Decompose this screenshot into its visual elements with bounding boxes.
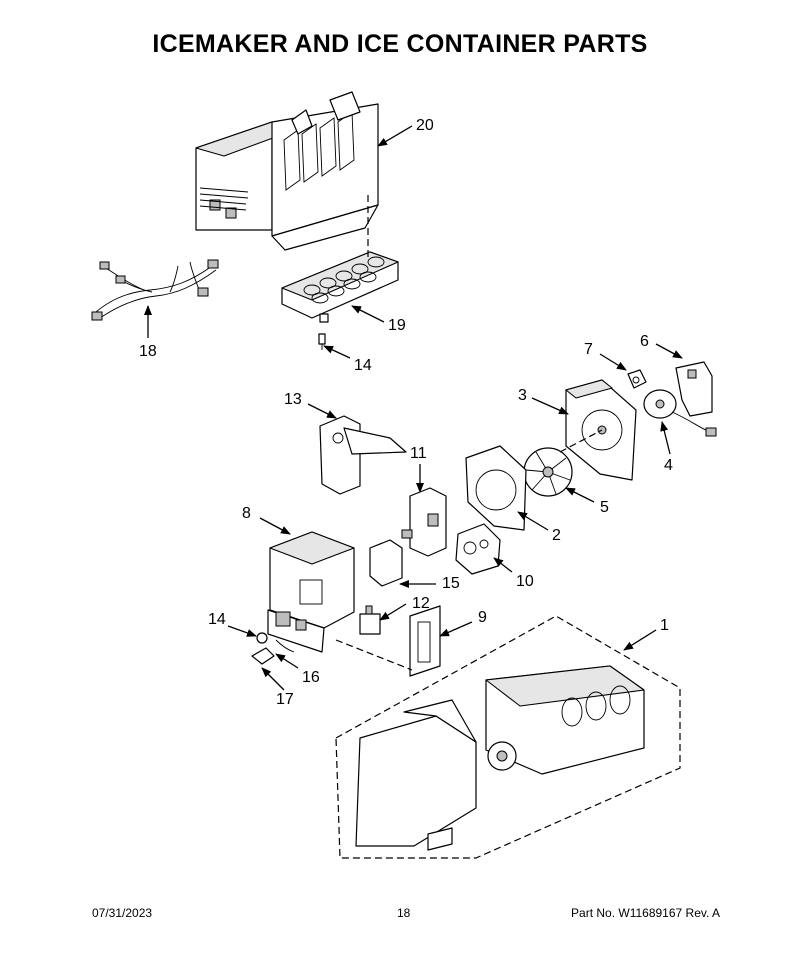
ice-container-group-outline xyxy=(335,615,681,859)
callout-10: 10 xyxy=(516,573,534,590)
callout-5: 5 xyxy=(600,499,609,516)
callout-18: 18 xyxy=(139,343,157,360)
solenoid xyxy=(359,605,381,635)
callout-16: 16 xyxy=(302,669,320,686)
callout-2: 2 xyxy=(552,527,561,544)
callout-11: 11 xyxy=(410,445,427,462)
callout-3: 3 xyxy=(518,387,527,404)
cover-panel xyxy=(409,605,441,677)
switch-housing xyxy=(401,487,447,557)
small-bracket xyxy=(369,539,403,587)
callout-20: 20 xyxy=(416,117,434,134)
callout-1: 1 xyxy=(660,617,669,634)
ice-container-front xyxy=(355,699,477,851)
callout-labels: 20 19 18 14 13 3 7 6 4 5 2 11 10 8 15 12… xyxy=(139,117,673,708)
callout-17: 17 xyxy=(276,691,294,708)
leader-arrows xyxy=(144,125,683,691)
alignment-lines xyxy=(335,195,603,671)
footer-page-number: 18 xyxy=(397,906,411,920)
dispenser-housing xyxy=(267,531,355,653)
footer-date: 07/31/2023 xyxy=(92,906,153,920)
callout-6: 6 xyxy=(640,333,649,350)
auger-motor xyxy=(455,523,501,575)
clip xyxy=(627,369,647,389)
callout-8: 8 xyxy=(242,505,251,522)
callout-19: 19 xyxy=(388,317,406,334)
screw-top xyxy=(318,333,326,350)
callout-9: 9 xyxy=(478,609,487,626)
callout-7: 7 xyxy=(584,341,593,358)
ice-container xyxy=(485,665,645,775)
page-title: ICEMAKER AND ICE CONTAINER PARTS xyxy=(152,30,648,58)
motor-mount xyxy=(675,361,713,417)
callout-14: 14 xyxy=(354,357,372,374)
callout-14-lower: 14 xyxy=(208,611,226,628)
wire-clip xyxy=(275,639,295,653)
ice-mold-assembly xyxy=(281,251,399,323)
fan-motor xyxy=(643,389,717,437)
callout-15: 15 xyxy=(442,575,460,592)
icemaker-assembly xyxy=(195,91,379,251)
bracket xyxy=(319,415,407,495)
callout-4: 4 xyxy=(664,457,673,474)
spring-clip xyxy=(251,647,275,665)
callout-13: 13 xyxy=(284,391,302,408)
fan-shroud xyxy=(465,445,527,531)
fan-blade xyxy=(523,447,573,497)
callout-12: 12 xyxy=(412,595,430,612)
screw-lower xyxy=(256,632,268,644)
footer-part-number: Part No. W11689167 Rev. A xyxy=(571,906,720,920)
wire-harness xyxy=(91,259,219,321)
